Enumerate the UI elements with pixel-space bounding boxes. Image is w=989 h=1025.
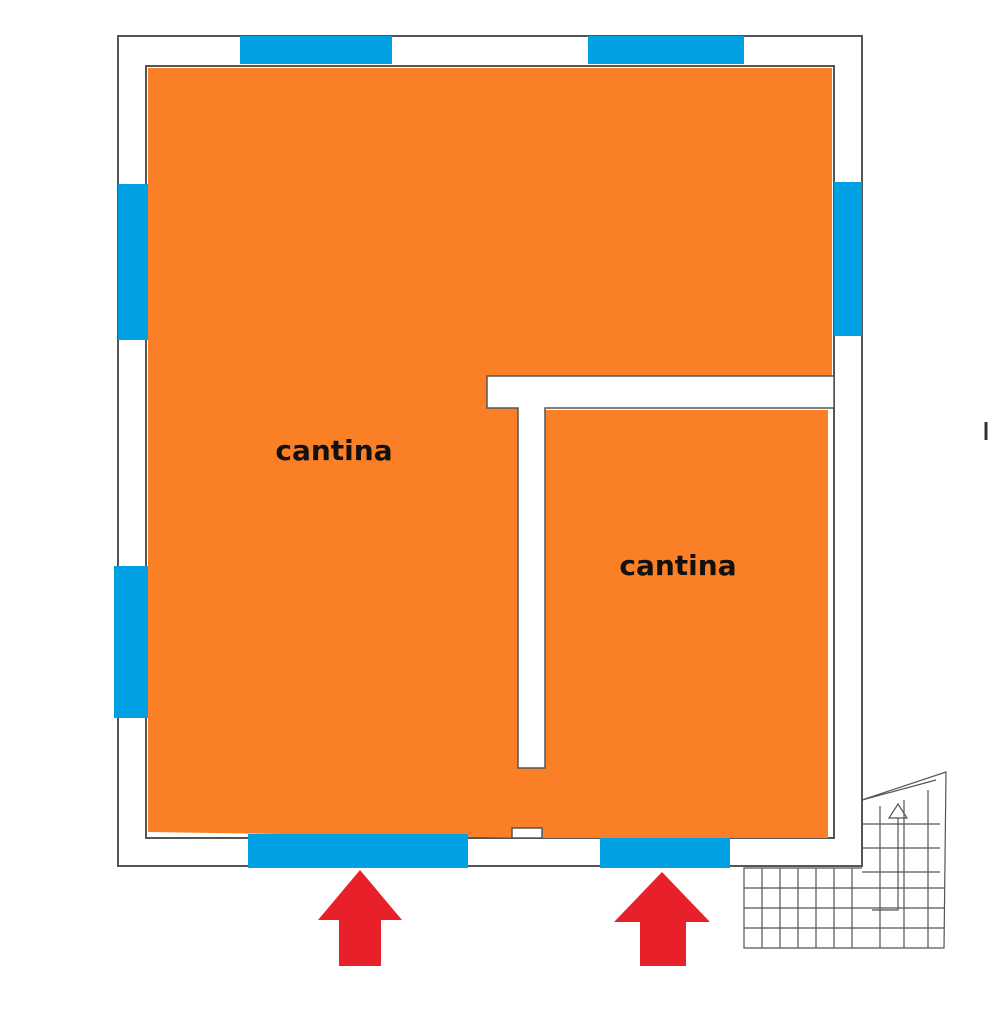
- window-bottom-left: [248, 834, 468, 868]
- inner-wall-line: [145, 65, 835, 839]
- outer-wall-line: [117, 35, 863, 867]
- wall-niche: [511, 827, 543, 839]
- staircase: [743, 771, 947, 949]
- windows: [114, 36, 862, 868]
- window-right: [834, 182, 862, 336]
- room-cantina-large: [148, 68, 832, 838]
- triangle-up-icon: [887, 802, 909, 819]
- arrow-up-icon: [614, 872, 710, 966]
- room-label-small: cantina: [619, 549, 736, 582]
- rooms: [148, 68, 832, 838]
- partition-wall: [486, 375, 835, 769]
- arrow-up-icon: [318, 870, 402, 966]
- interior-walls: [486, 375, 835, 839]
- stair-outline: [743, 771, 947, 949]
- window-bottom-right: [600, 838, 730, 868]
- window-left-lower: [114, 566, 148, 718]
- window-left-upper: [118, 184, 148, 340]
- outer-walls: [117, 35, 863, 867]
- entrance-arrows: [318, 870, 710, 966]
- window-top-right: [588, 36, 744, 64]
- room-label-large: cantina: [275, 434, 392, 467]
- room-cantina-small: [541, 410, 828, 838]
- stair-railing: [861, 779, 937, 801]
- window-top-left: [240, 36, 392, 64]
